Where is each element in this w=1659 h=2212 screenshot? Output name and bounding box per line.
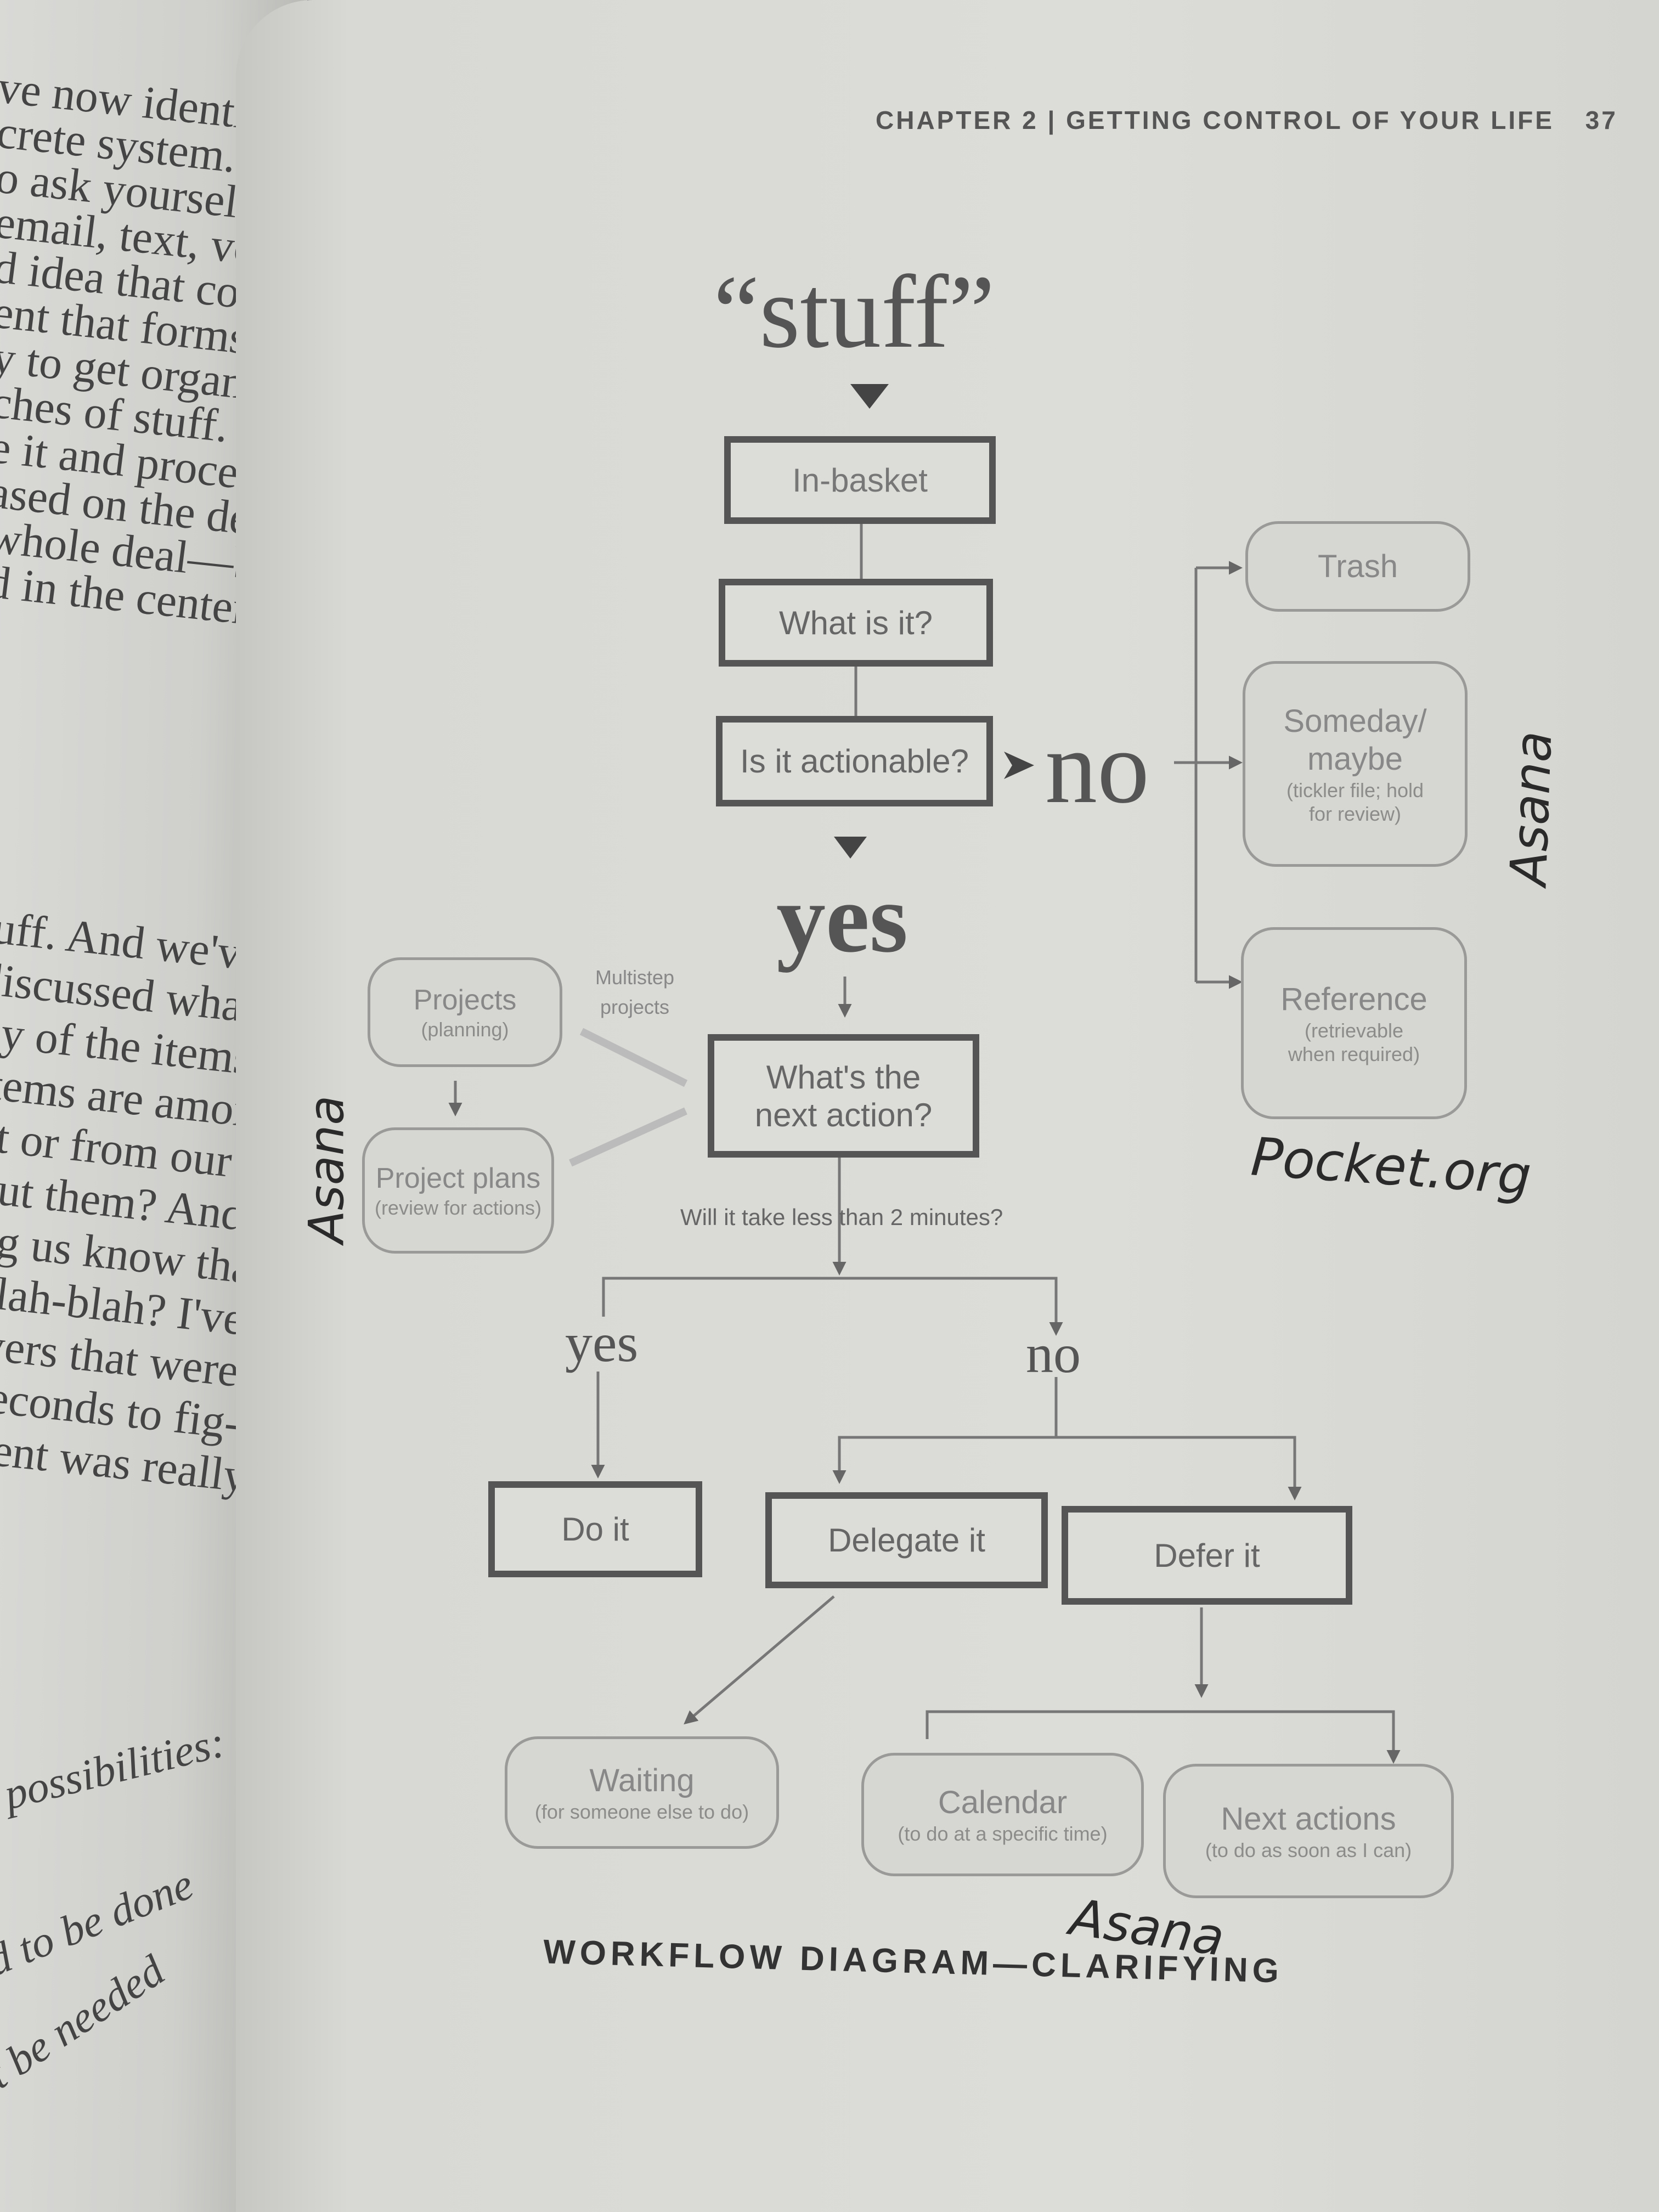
- calendar-title: Calendar: [938, 1785, 1068, 1821]
- defer-it-box: Defer it: [1062, 1506, 1352, 1605]
- someday-subtitle-2: for review): [1308, 803, 1402, 826]
- someday-title: Someday/: [1283, 703, 1427, 739]
- trash-box: Trash: [1245, 521, 1470, 612]
- handwritten-note: Asana: [1499, 730, 1564, 887]
- trash-title: Trash: [1317, 548, 1398, 584]
- in-basket-box: In-basket: [724, 436, 996, 524]
- is-it-actionable-box: Is it actionable?: [716, 716, 993, 806]
- reference-subtitle: (retrievable: [1304, 1019, 1404, 1042]
- do-it-box: Do it: [488, 1481, 702, 1577]
- project-plans-box: Project plans (review for actions): [362, 1127, 554, 1254]
- next-actions-box: Next actions (to do as soon as I can): [1163, 1764, 1454, 1898]
- page-number: 37: [1585, 106, 1618, 134]
- handwritten-note: Asana: [298, 1095, 355, 1244]
- calendar-subtitle: (to do at a specific time): [898, 1822, 1108, 1845]
- next-actions-title: Next actions: [1221, 1801, 1396, 1837]
- project-plans-title: Project plans: [375, 1163, 541, 1195]
- header-title: CHAPTER 2 | GETTING CONTROL OF YOUR LIFE: [876, 106, 1554, 134]
- reference-title: Reference: [1280, 981, 1427, 1018]
- calendar-box: Calendar (to do at a specific time): [861, 1753, 1144, 1876]
- next-action-line-2: next action?: [754, 1096, 933, 1133]
- projects-title: Projects: [413, 984, 517, 1017]
- delegate-it-box: Delegate it: [765, 1492, 1048, 1588]
- someday-maybe-box: Someday/ maybe (tickler file; hold for r…: [1243, 661, 1468, 867]
- next-action-line-1: What's the: [766, 1058, 921, 1096]
- no-label-small: no: [1026, 1323, 1081, 1384]
- what-is-it-box: What is it?: [719, 579, 993, 667]
- yes-label-large: yes: [776, 864, 908, 973]
- multistep-label-line-1: Multistep: [595, 966, 675, 989]
- running-header: CHAPTER 2 | GETTING CONTROL OF YOUR LIFE…: [876, 105, 1618, 135]
- someday-title-2: maybe: [1307, 741, 1403, 777]
- multistep-projects-label: Multistep projects: [595, 963, 674, 1022]
- someday-subtitle: (tickler file; hold: [1286, 778, 1424, 802]
- two-minute-question: Will it take less than 2 minutes?: [680, 1204, 1003, 1230]
- next-actions-subtitle: (to do as soon as I can): [1205, 1838, 1412, 1861]
- no-label-large: no: [1045, 710, 1149, 825]
- next-action-box: What's the next action?: [708, 1034, 979, 1158]
- multistep-label-line-2: projects: [600, 996, 670, 1018]
- reference-subtitle-2: when required): [1288, 1042, 1420, 1065]
- waiting-title: Waiting: [589, 1763, 695, 1799]
- waiting-subtitle: (for someone else to do): [534, 1800, 749, 1823]
- stuff-label: “stuff”: [713, 255, 995, 370]
- projects-subtitle: (planning): [421, 1018, 509, 1041]
- projects-box: Projects (planning): [368, 957, 562, 1067]
- reference-box: Reference (retrievable when required): [1241, 927, 1467, 1119]
- yes-label-small: yes: [565, 1312, 639, 1373]
- project-plans-subtitle: (review for actions): [374, 1196, 542, 1219]
- waiting-box: Waiting (for someone else to do): [505, 1736, 779, 1849]
